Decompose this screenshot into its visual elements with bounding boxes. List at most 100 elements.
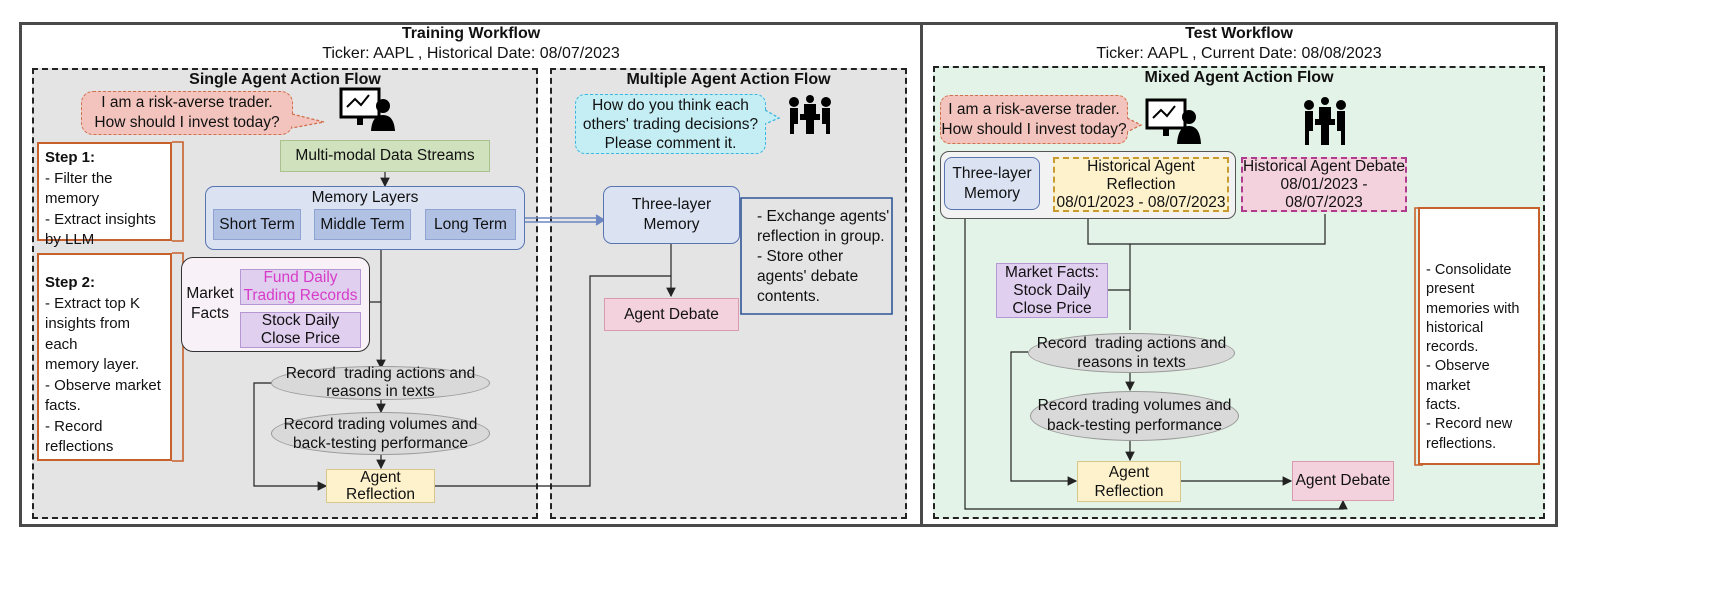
bubble-line: How should I invest today? xyxy=(94,114,280,131)
bubble-line: others' trading decisions? xyxy=(582,115,759,133)
oval-line: back-testing performance xyxy=(1047,417,1222,434)
memory-layers-title: Memory Layers xyxy=(311,189,419,206)
label-line: Market xyxy=(186,285,234,302)
meeting-group-icon xyxy=(1304,97,1346,145)
note-line: reflections. xyxy=(1426,435,1497,452)
step2-title: Step 2: xyxy=(45,274,96,291)
record-volumes-oval: Record trading volumes and back-testing … xyxy=(271,412,490,455)
mixed-record-volumes-oval: Record trading volumes and back-testing … xyxy=(1030,391,1239,441)
step-line: by LLM xyxy=(45,231,95,248)
facts-line: Market Facts: xyxy=(1005,263,1099,281)
hist-line: Reflection xyxy=(1106,175,1176,193)
training-workflow-subtitle: Ticker: AAPL , Historical Date: 08/07/20… xyxy=(322,45,620,62)
multi-notes: - Exchange agents' reflection in group. … xyxy=(757,207,891,307)
step-line: - Filter the xyxy=(45,169,113,187)
three-layer-memory-box: Three-layer Memory xyxy=(603,186,740,244)
historical-reflection-box: Historical Agent Reflection 08/01/2023 -… xyxy=(1053,157,1229,212)
note-line: - Store other xyxy=(757,248,844,265)
test-workflow-panel xyxy=(920,22,1558,527)
note-line: - Observe market xyxy=(1426,358,1490,394)
step-line: facts. xyxy=(45,397,81,414)
step-line: - Observe market xyxy=(45,376,161,394)
note-line: present xyxy=(1426,281,1475,298)
bubble-tail xyxy=(1127,117,1143,133)
stock-daily-close: Stock Daily Close Price xyxy=(240,312,361,348)
agent-reflection-box: Agent Reflection xyxy=(326,469,435,503)
mixed-agent-debate: Agent Debate xyxy=(1292,461,1394,501)
training-workflow-title: Training Workflow xyxy=(401,25,541,42)
memory-middle-term: Middle Term xyxy=(314,209,411,240)
fund-daily-records: Fund Daily Trading Records xyxy=(240,269,361,305)
note-line: agents' debate xyxy=(757,268,859,285)
trader-question-bubble: I am a risk-averse trader. How should I … xyxy=(81,91,293,135)
reflection-line: Reflection xyxy=(346,486,415,503)
hist-line: Historical Agent Debate xyxy=(1243,157,1405,175)
mixed-notes-box: - Consolidate present memories with hist… xyxy=(1418,207,1540,465)
bubble-tail xyxy=(292,113,325,129)
hist-line: 08/07/2023 xyxy=(1285,193,1363,211)
fund-line: Trading Records xyxy=(243,287,358,304)
historical-debate-box: Historical Agent Debate 08/01/2023 - 08/… xyxy=(1241,157,1407,212)
oval-line: back-testing performance xyxy=(293,434,468,452)
note-line: historical records. xyxy=(1426,319,1484,356)
mixed-question-bubble: I am a risk-averse trader. How should I … xyxy=(940,95,1128,144)
step-line: - Extract top K xyxy=(45,294,141,312)
data-streams-box: Multi-modal Data Streams xyxy=(280,140,490,172)
mixed-agent-title: Mixed Agent Action Flow xyxy=(1144,69,1334,86)
note-line: - Record new xyxy=(1426,416,1513,433)
step-line: memory layer. xyxy=(45,356,140,373)
reflection-line: Agent xyxy=(1108,463,1150,481)
bubble-line: How do you think each xyxy=(592,96,749,114)
step2-box: Step 2: - Extract top K insights from ea… xyxy=(37,253,172,461)
stock-line: Close Price xyxy=(260,330,341,347)
note-line: - Consolidate xyxy=(1426,262,1512,278)
facts-line: Stock Daily xyxy=(1013,281,1091,299)
test-workflow-title: Test Workflow xyxy=(1185,25,1293,42)
memory-long-term: Long Term xyxy=(425,209,516,240)
bubble-line: How should I invest today? xyxy=(941,120,1127,138)
oval-line: Record trading volumes and xyxy=(1037,397,1232,414)
multi-question-bubble: How do you think each others' trading de… xyxy=(575,94,766,154)
memory-line: Memory xyxy=(643,216,700,233)
step-line: insights from each xyxy=(45,315,131,353)
oval-line: reasons in texts xyxy=(1077,354,1186,371)
note-line: - Exchange agents' xyxy=(757,208,890,225)
trader-monitor-icon xyxy=(339,87,395,131)
oval-line: reasons in texts xyxy=(326,383,435,400)
memory-short-term: Short Term xyxy=(213,209,301,240)
bubble-tail xyxy=(765,109,781,125)
step1-title: Step 1: xyxy=(45,149,96,166)
reflection-line: Reflection xyxy=(1094,482,1164,500)
hist-line: Historical Agent xyxy=(1087,157,1195,175)
stock-line: Stock Daily xyxy=(261,312,340,329)
bubble-line: I am a risk-averse trader. xyxy=(948,100,1120,118)
memory-line: Memory xyxy=(964,184,1020,202)
bubble-line: Please comment it. xyxy=(604,134,737,152)
step-line: reflections xyxy=(45,438,114,455)
note-line: reflection in group. xyxy=(757,228,885,245)
step-line: memory xyxy=(45,190,100,207)
mixed-agent-reflection: Agent Reflection xyxy=(1077,461,1181,502)
hist-line: 08/01/2023 - 08/07/2023 xyxy=(1056,193,1226,211)
hist-line: 08/01/2023 - xyxy=(1280,175,1368,193)
reflection-line: Agent xyxy=(360,469,401,486)
agent-debate-box: Agent Debate xyxy=(604,298,739,331)
trader-monitor-icon xyxy=(1145,98,1201,144)
fund-line: Fund Daily xyxy=(263,269,338,286)
meeting-group-icon xyxy=(789,95,831,134)
single-agent-title: Single Agent Action Flow xyxy=(189,71,381,88)
note-line: memories with xyxy=(1426,300,1520,317)
step-line: - Extract insights xyxy=(45,210,156,228)
bubble-line: I am a risk-averse trader. xyxy=(101,94,273,111)
note-line: contents. xyxy=(757,288,820,305)
test-workflow-subtitle: Ticker: AAPL , Current Date: 08/08/2023 xyxy=(1096,45,1382,62)
facts-line: Close Price xyxy=(1012,299,1092,317)
mixed-three-layer-memory: Three-layer Memory xyxy=(944,157,1040,210)
mixed-market-facts: Market Facts: Stock Daily Close Price xyxy=(996,263,1108,318)
oval-line: Record trading volumes and xyxy=(283,415,478,433)
multiple-agent-title: Multiple Agent Action Flow xyxy=(626,71,831,88)
step-line: - Record xyxy=(45,417,103,435)
record-actions-oval: Record trading actions and reasons in te… xyxy=(271,365,490,400)
label-line: Facts xyxy=(191,305,229,322)
